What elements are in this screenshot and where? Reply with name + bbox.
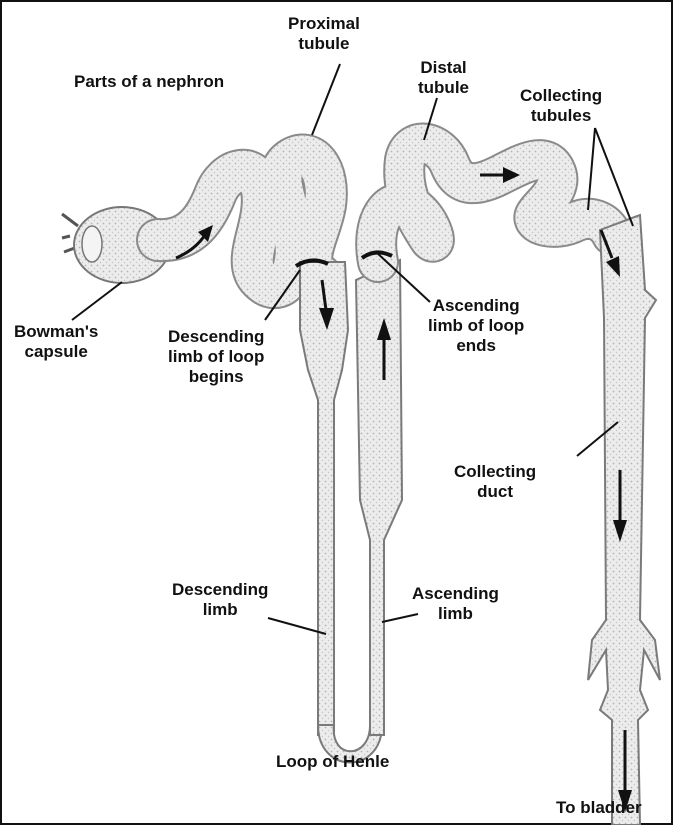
- label-distal-tubule: Distal tubule: [418, 58, 469, 98]
- label-collecting-duct: Collecting duct: [454, 462, 536, 502]
- ascending-limb-shape: [356, 260, 402, 735]
- diagram-title: Parts of a nephron: [74, 72, 224, 92]
- label-proximal-tubule: Proximal tubule: [288, 14, 360, 54]
- label-descending-limb-begins: Descending limb of loop begins: [168, 327, 264, 387]
- label-bowmans-capsule: Bowman's capsule: [14, 322, 98, 362]
- label-to-bladder: To bladder: [556, 798, 642, 818]
- descending-limb-shape: [300, 262, 348, 735]
- label-ascending-limb-ends: Ascending limb of loop ends: [428, 296, 524, 356]
- label-collecting-tubules: Collecting tubules: [520, 86, 602, 126]
- label-ascending-limb: Ascending limb: [412, 584, 499, 624]
- label-loop-of-henle: Loop of Henle: [276, 752, 389, 772]
- label-descending-limb: Descending limb: [172, 580, 268, 620]
